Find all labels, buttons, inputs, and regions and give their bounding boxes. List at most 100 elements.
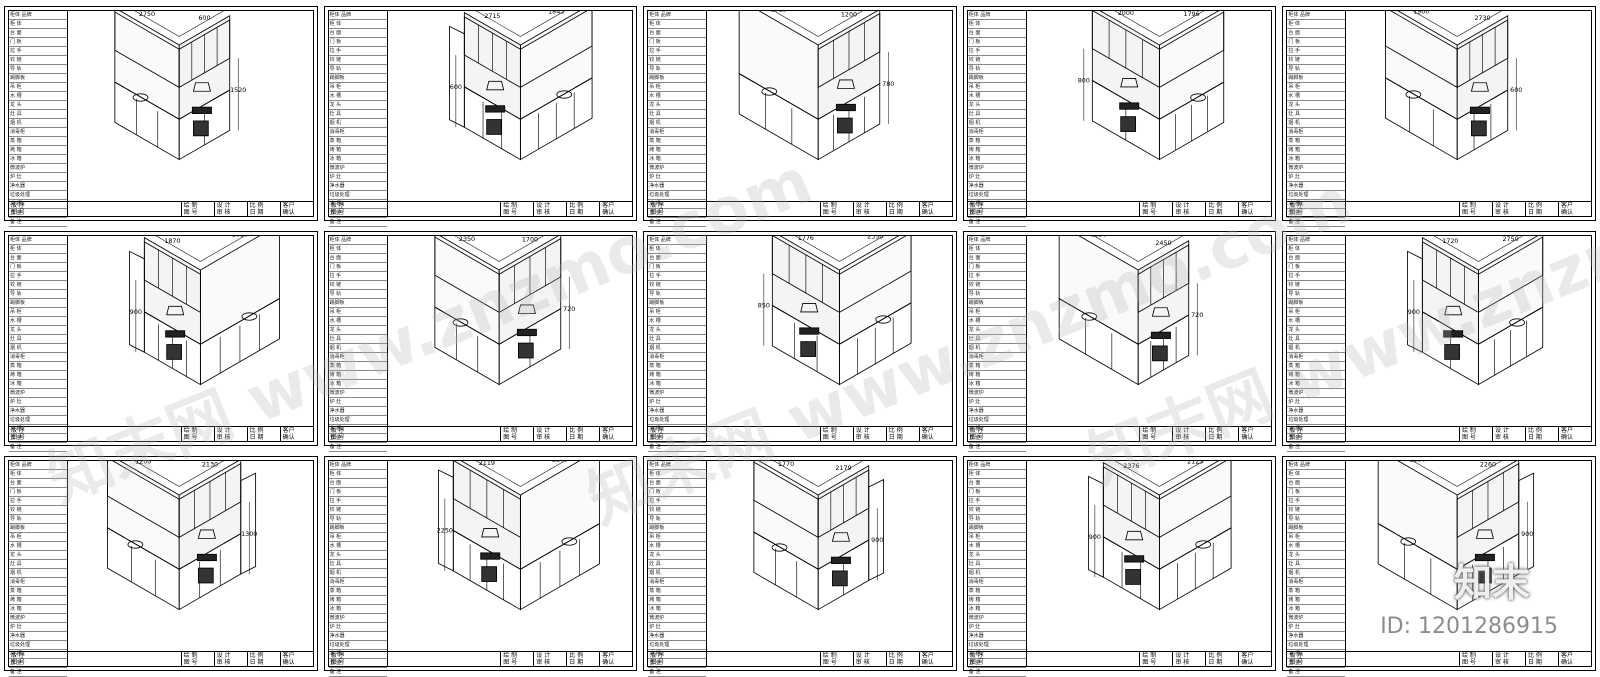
dimension-label: 900 — [130, 309, 142, 316]
dimension-label: 2376 — [1123, 463, 1139, 470]
title-block-label: 版 序 — [1289, 427, 1304, 434]
kitchen-isometric-svg: 18502450720 — [1058, 236, 1203, 386]
drawing-sheet-11[interactable]: 柜体 品牌柜 体台 面门 板拉 手铰 链导 轨踢脚板吊 柜水 槽龙 头灶 具烟 … — [4, 456, 318, 677]
legend-row: 柜体 品牌 — [967, 236, 1026, 245]
title-block-label: 绘 制 — [1142, 427, 1157, 434]
sheet-frame: 柜体 品牌柜 体台 面门 板拉 手铰 链导 轨踢脚板吊 柜水 槽龙 头灶 具烟 … — [8, 235, 314, 452]
title-block-label: 审 核 — [1175, 209, 1190, 216]
title-block-label: 日 期 — [249, 659, 264, 666]
material-legend: 柜体 品牌柜 体台 面门 板拉 手铰 链导 轨踢脚板吊 柜水 槽龙 头灶 具烟 … — [648, 236, 708, 452]
legend-row: 台 面 — [1287, 254, 1346, 263]
title-block-cell: 绘 制 图 号 — [821, 427, 854, 441]
legend-row: 水 槽 — [328, 542, 387, 551]
legend-row: 微波炉 — [648, 164, 707, 173]
title-block-label: 版 序 — [330, 202, 345, 209]
dimension-label: 600 — [198, 15, 210, 22]
legend-row: 烟 机 — [9, 344, 67, 353]
title-block-label: 绘 制 — [1462, 202, 1476, 209]
title-block-cell: 客户 确认 — [281, 427, 313, 441]
title-block-label: 版 序 — [1289, 202, 1304, 209]
legend-row: 导 轨 — [648, 290, 707, 299]
title-block-cell: 比 例 日 期 — [248, 652, 281, 666]
title-block-cell: 绘 制 图 号 — [182, 427, 215, 441]
legend-row: 蒸 箱 — [967, 362, 1026, 371]
drawing-sheet-15[interactable]: 柜体 品牌柜 体台 面门 板拉 手铰 链导 轨踢脚板吊 柜水 槽龙 头灶 具烟 … — [1282, 456, 1596, 677]
title-block-label: 设 计 — [1495, 202, 1509, 209]
drawing-sheet-14[interactable]: 柜体 品牌柜 体台 面门 板拉 手铰 链导 轨踢脚板吊 柜水 槽龙 头灶 具烟 … — [962, 456, 1277, 677]
drawing-sheet-7[interactable]: 柜体 品牌柜 体台 面门 板拉 手铰 链导 轨踢脚板吊 柜水 槽龙 头灶 具烟 … — [323, 231, 638, 452]
drawing-sheet-2[interactable]: 柜体 品牌柜 体台 面门 板拉 手铰 链导 轨踢脚板吊 柜水 槽龙 头灶 具烟 … — [323, 6, 638, 227]
legend-row: 备 注 — [9, 443, 67, 452]
drawing-sheet-5[interactable]: 柜体 品牌柜 体台 面门 板拉 手铰 链导 轨踢脚板吊 柜水 槽龙 头灶 具烟 … — [1282, 6, 1596, 227]
legend-row: 柜 体 — [967, 20, 1026, 29]
legend-row: 垃圾处理 — [1287, 641, 1346, 650]
dimension-label: 1720 — [1443, 238, 1459, 245]
drawing-sheet-13[interactable]: 柜体 品牌柜 体台 面门 板拉 手铰 链导 轨踢脚板吊 柜水 槽龙 头灶 具烟 … — [643, 456, 957, 677]
legend-row: 垃圾处理 — [328, 641, 387, 650]
legend-row: 柜 体 — [1287, 245, 1346, 254]
drawing-sheet-9[interactable]: 柜体 品牌柜 体台 面门 板拉 手铰 链导 轨踢脚板吊 柜水 槽龙 头灶 具烟 … — [962, 231, 1277, 452]
title-block-left: 版 序 图 号 — [9, 652, 68, 666]
title-block-label: 比 例 — [888, 427, 903, 434]
legend-row: 消毒柜 — [328, 578, 387, 587]
legend-row: 烟 机 — [648, 569, 707, 578]
title-block-label: 审 核 — [536, 659, 551, 666]
title-block-cell: 客户 确认 — [1239, 427, 1271, 441]
title-block-cell: 比 例 日 期 — [1206, 202, 1240, 216]
legend-row: 冰 箱 — [9, 605, 67, 614]
drawing-sheet-3[interactable]: 柜体 品牌柜 体台 面门 板拉 手铰 链导 轨踢脚板吊 柜水 槽龙 头灶 具烟 … — [643, 6, 957, 227]
legend-row: 冷 柜 — [328, 200, 387, 209]
title-block-label: 审 核 — [536, 209, 551, 216]
drawing-sheet-10[interactable]: 柜体 品牌柜 体台 面门 板拉 手铰 链导 轨踢脚板吊 柜水 槽龙 头灶 具烟 … — [1282, 231, 1596, 452]
dimension-label: 900 — [1408, 309, 1420, 316]
title-block-left: 版 序 图 号 — [968, 202, 1027, 216]
title-block-cell: 绘 制 图 号 — [501, 427, 535, 441]
title-block-label: 日 期 — [569, 434, 584, 441]
title-block-cell: 客户 确认 — [920, 427, 952, 441]
legend-row: 柜 体 — [1287, 470, 1346, 479]
title-block-label: 版 序 — [969, 202, 984, 209]
drawing-sheet-4[interactable]: 柜体 品牌柜 体台 面门 板拉 手铰 链导 轨踢脚板吊 柜水 槽龙 头灶 具烟 … — [962, 6, 1277, 227]
legend-row: 龙 头 — [967, 101, 1026, 110]
legend-row: 垃圾处理 — [1287, 416, 1346, 425]
title-block-label: 审 核 — [216, 434, 231, 441]
material-legend: 柜体 品牌柜 体台 面门 板拉 手铰 链导 轨踢脚板吊 柜水 槽龙 头灶 具烟 … — [648, 461, 708, 677]
legend-row: 垃圾处理 — [1287, 191, 1346, 200]
title-block-label: 图 号 — [1142, 209, 1157, 216]
legend-row: 台 面 — [967, 479, 1026, 488]
title-block-cell: 绘 制 图 号 — [821, 202, 854, 216]
title-block-cell: 比 例 日 期 — [248, 202, 281, 216]
title-block-label: 客户 — [1561, 652, 1574, 659]
legend-row: 烤 箱 — [1287, 146, 1346, 155]
legend-row: 烤 箱 — [648, 371, 707, 380]
drawing-sheet-1[interactable]: 柜体 品牌柜 体台 面门 板拉 手铰 链导 轨踢脚板吊 柜水 槽龙 头灶 具烟 … — [4, 6, 318, 227]
dimension-label: 2250 — [436, 528, 452, 535]
legend-row: 冷 柜 — [967, 200, 1026, 209]
legend-row: 柜 体 — [9, 470, 67, 479]
title-block-cell: 比 例 日 期 — [1206, 652, 1240, 666]
legend-row: 微波炉 — [328, 389, 387, 398]
legend-row: 消毒柜 — [967, 353, 1026, 362]
title-block: 版 序 图 号 绘 制 图 号 设 计 审 核 比 例 日 期 客户 — [9, 426, 313, 441]
title-block-label: 确认 — [602, 434, 615, 441]
dimension-label: 2179 — [836, 465, 852, 472]
title-block: 版 序 图 号 绘 制 图 号 设 计 审 核 比 例 日 期 客户 — [967, 426, 1272, 441]
dimension-label: 2119 — [478, 461, 494, 467]
title-block-label: 图 号 — [1289, 659, 1304, 666]
title-block-label: 图 号 — [650, 209, 665, 216]
legend-row: 水 槽 — [9, 317, 67, 326]
title-block-label: 绘 制 — [822, 427, 837, 434]
title-block-label: 比 例 — [888, 652, 903, 659]
drawing-sheet-8[interactable]: 柜体 品牌柜 体台 面门 板拉 手铰 链导 轨踢脚板吊 柜水 槽龙 头灶 具烟 … — [643, 231, 957, 452]
title-block-label: 图 号 — [650, 659, 665, 666]
legend-row: 备 注 — [967, 218, 1026, 227]
drawing-sheet-6[interactable]: 柜体 品牌柜 体台 面门 板拉 手铰 链导 轨踢脚板吊 柜水 槽龙 头灶 具烟 … — [4, 231, 318, 452]
title-block-label: 确认 — [1561, 434, 1574, 441]
legend-row: 消毒柜 — [1287, 578, 1346, 587]
legend-row: 灶 具 — [967, 560, 1026, 569]
dimension-label: 600 — [1511, 87, 1523, 94]
dimension-label: 720 — [1191, 312, 1203, 319]
title-block-label: 图 号 — [503, 659, 518, 666]
drawing-sheet-12[interactable]: 柜体 品牌柜 体台 面门 板拉 手铰 链导 轨踢脚板吊 柜水 槽龙 头灶 具烟 … — [323, 456, 638, 677]
